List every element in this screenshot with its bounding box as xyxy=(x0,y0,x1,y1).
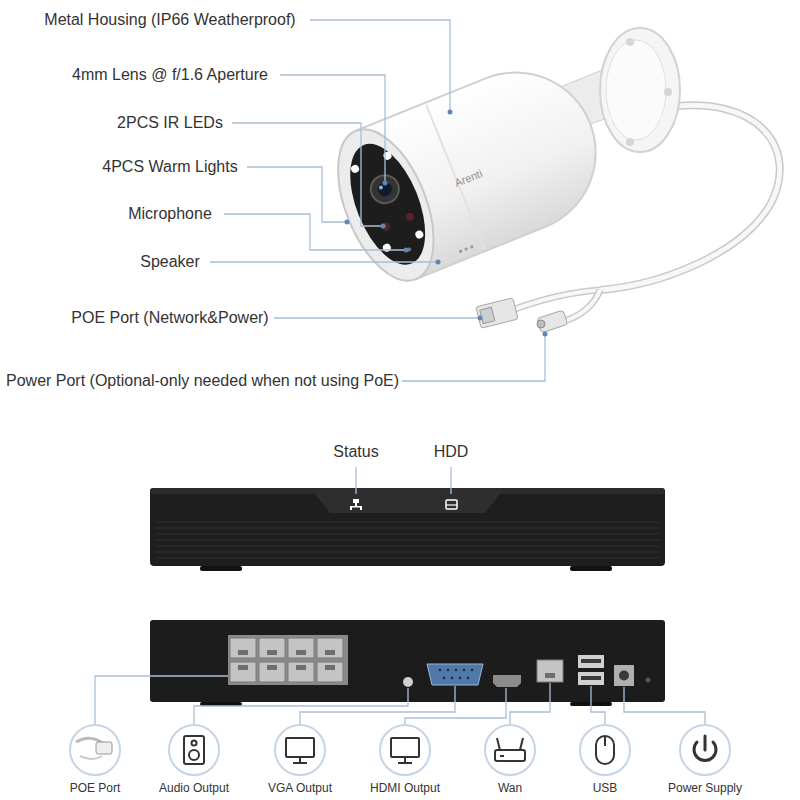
port-label: Wan xyxy=(496,781,524,795)
indicator-label: Status xyxy=(331,442,380,462)
poe-icon xyxy=(76,738,112,759)
status-icon xyxy=(350,499,362,510)
leader-dots xyxy=(345,110,548,337)
callout-label: POE Port (Network&Power) xyxy=(69,308,270,328)
rj45-connector xyxy=(476,298,518,329)
audio-jack xyxy=(403,677,413,687)
port-label: Audio Output xyxy=(157,781,231,795)
port-label: HDMI Output xyxy=(368,781,442,795)
power-icon xyxy=(694,736,716,761)
callout-label: Microphone xyxy=(126,204,214,224)
dc-power-port xyxy=(614,665,634,686)
mouse-icon xyxy=(596,736,614,764)
indicator-label: HDD xyxy=(432,442,471,462)
leader-lines xyxy=(356,467,451,494)
port-icons xyxy=(70,725,730,775)
leader-lines xyxy=(95,676,705,725)
callout-label: 4PCS Warm Lights xyxy=(100,157,239,177)
router-icon xyxy=(495,738,525,761)
callout-label: Power Port (Optional-only needed when no… xyxy=(4,371,401,391)
port-label: VGA Output xyxy=(266,781,334,795)
port-label: POE Port xyxy=(68,781,123,795)
reset-hole xyxy=(646,678,651,683)
speaker-icon xyxy=(184,736,204,764)
bullet-camera xyxy=(319,48,620,294)
callout-label: Speaker xyxy=(138,252,202,272)
poe-port-block xyxy=(228,635,348,685)
hdd-icon xyxy=(446,500,457,509)
monitor-icon xyxy=(286,738,314,763)
monitor-icon xyxy=(391,738,419,763)
wan-port xyxy=(537,660,563,682)
callout-label: 4mm Lens @ f/1.6 Aperture xyxy=(70,65,270,85)
callout-label: 2PCS IR LEDs xyxy=(115,113,225,133)
hdmi-port xyxy=(493,675,521,687)
vga-port xyxy=(427,664,483,685)
port-label: USB xyxy=(591,781,620,795)
nvr-front xyxy=(150,488,665,571)
callout-label: Metal Housing (IP66 Weatherproof) xyxy=(42,10,297,30)
usb-ports xyxy=(578,655,604,685)
dc-power-jack xyxy=(537,310,568,333)
port-label: Power Supply xyxy=(666,781,744,795)
